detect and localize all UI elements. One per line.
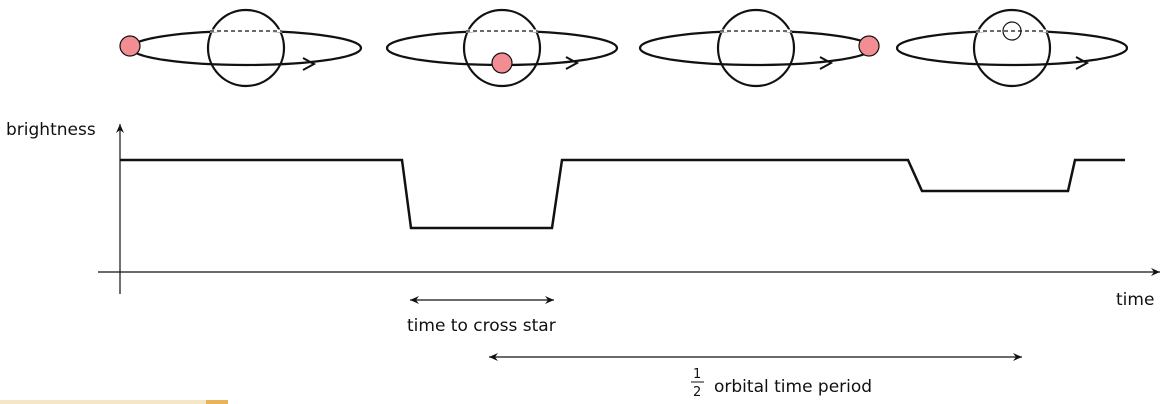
star: [974, 10, 1050, 86]
orbit-stage-2: [387, 10, 617, 86]
planet: [859, 36, 879, 56]
orbit-stage-1: [120, 10, 361, 86]
orbit-ellipse: [640, 31, 872, 65]
orbit-stage-3: [640, 10, 879, 86]
star: [208, 10, 284, 86]
light-curve: [120, 160, 1125, 228]
star: [464, 10, 540, 86]
orbit-ellipse: [897, 31, 1127, 65]
transit-duration-label: time to cross star: [407, 316, 556, 336]
orbit-ellipse: [131, 31, 361, 65]
accent-bar: [206, 400, 228, 404]
planet: [120, 36, 140, 56]
star: [718, 10, 794, 86]
accent-bar-light: [0, 400, 206, 404]
y-axis-label: brightness: [6, 120, 96, 140]
half-fraction-denominator: 2: [693, 385, 701, 400]
half-period-label: orbital time period: [714, 377, 872, 397]
orbit-direction-arrow: [303, 58, 314, 70]
x-axis-label: time: [1116, 290, 1154, 310]
half-fraction-numerator: 1: [693, 367, 701, 382]
planet: [492, 53, 512, 73]
orbit-stage-4: [897, 10, 1127, 86]
